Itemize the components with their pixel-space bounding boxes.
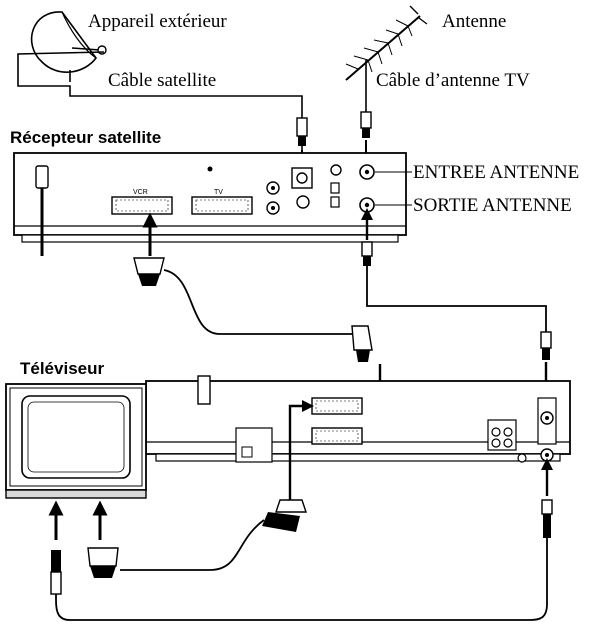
satellite-cable-label: Câble satellite bbox=[108, 70, 216, 91]
satellite-receiver-label: Récepteur satellite bbox=[10, 128, 161, 147]
antenna-in-label: ENTREE ANTENNE bbox=[413, 162, 579, 183]
tv-port-label: TV bbox=[214, 189, 223, 196]
antenna-icon bbox=[345, 5, 428, 112]
coax-plug-icon bbox=[360, 111, 372, 138]
scart-cable-1 bbox=[163, 269, 352, 335]
outdoor-unit-label: Appareil extérieur bbox=[88, 11, 227, 32]
arrow-scart-into-vcr bbox=[288, 400, 314, 500]
television-label: Téléviseur bbox=[20, 359, 104, 378]
scart-plug-icon bbox=[133, 257, 165, 286]
television bbox=[5, 383, 147, 499]
antenna-label: Antenne bbox=[442, 11, 506, 32]
satellite-receiver: VCR TV bbox=[13, 152, 407, 256]
vcr-port-label: VCR bbox=[133, 189, 148, 196]
tv-antenna-cable-label: Câble d’antenne TV bbox=[376, 70, 530, 91]
scart-plug-icon bbox=[351, 325, 373, 362]
coax-cable-to-tv bbox=[55, 538, 548, 621]
antenna-out-label: SORTIE ANTENNE bbox=[413, 195, 572, 216]
satellite-cable-line bbox=[17, 51, 303, 118]
coax-plug-icon bbox=[541, 499, 553, 538]
scart-cable-2 bbox=[120, 519, 265, 571]
coax-plug-icon bbox=[361, 241, 373, 266]
coax-plug-icon bbox=[50, 550, 62, 595]
coax-plug-icon bbox=[540, 331, 552, 360]
coax-cable-to-vcr bbox=[366, 266, 547, 332]
scart-plug-icon bbox=[262, 499, 307, 532]
scart-plug-icon bbox=[87, 547, 119, 578]
vcr bbox=[145, 375, 571, 463]
